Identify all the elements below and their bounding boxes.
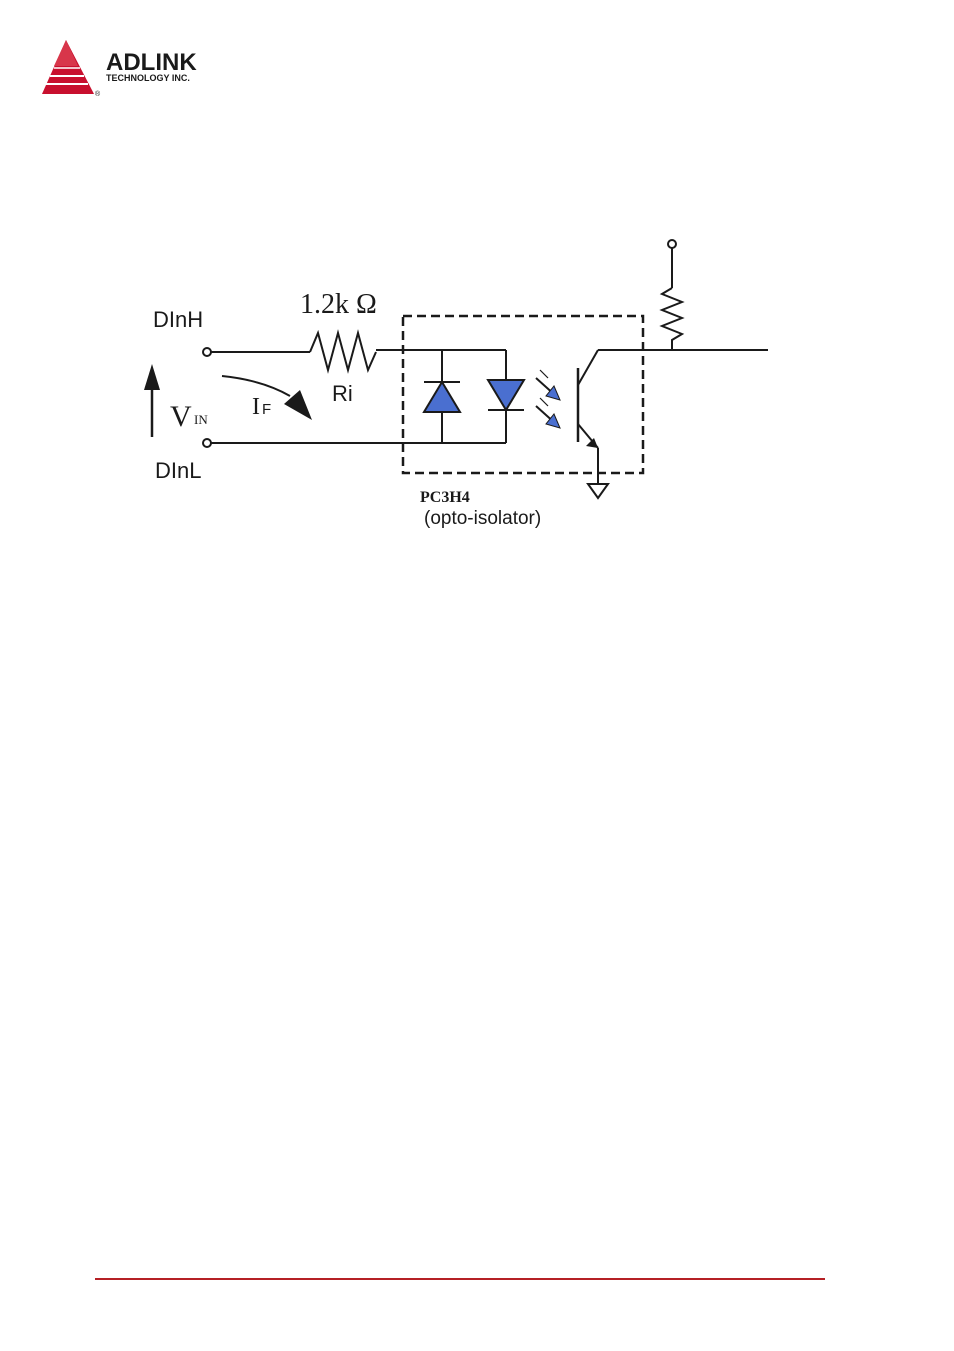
pullup-resistor xyxy=(662,288,682,350)
ground-icon xyxy=(588,484,608,498)
resistor-name-label: Ri xyxy=(332,381,353,406)
resistor-value-label: 1.2k Ω xyxy=(300,289,377,320)
resistor-ri xyxy=(310,333,376,370)
dinh-terminal xyxy=(203,348,211,356)
led-diode xyxy=(488,380,524,410)
part-number-label: PC3H4 xyxy=(420,489,470,506)
phototransistor-collector xyxy=(578,350,598,385)
if-arrow-curve xyxy=(222,376,290,396)
vin-arrowhead xyxy=(144,364,160,390)
dinl-terminal xyxy=(203,439,211,447)
if-subscript: F xyxy=(262,401,271,418)
vin-symbol: V xyxy=(170,400,192,433)
protection-diode xyxy=(424,382,460,412)
if-symbol: I xyxy=(252,394,260,420)
dinh-label: DInH xyxy=(153,307,203,332)
part-description-label: (opto-isolator) xyxy=(424,508,541,529)
vcc-terminal xyxy=(668,240,676,248)
dinl-label: DInL xyxy=(155,458,201,483)
vin-subscript: IN xyxy=(194,412,208,427)
footer-divider xyxy=(95,1278,825,1280)
